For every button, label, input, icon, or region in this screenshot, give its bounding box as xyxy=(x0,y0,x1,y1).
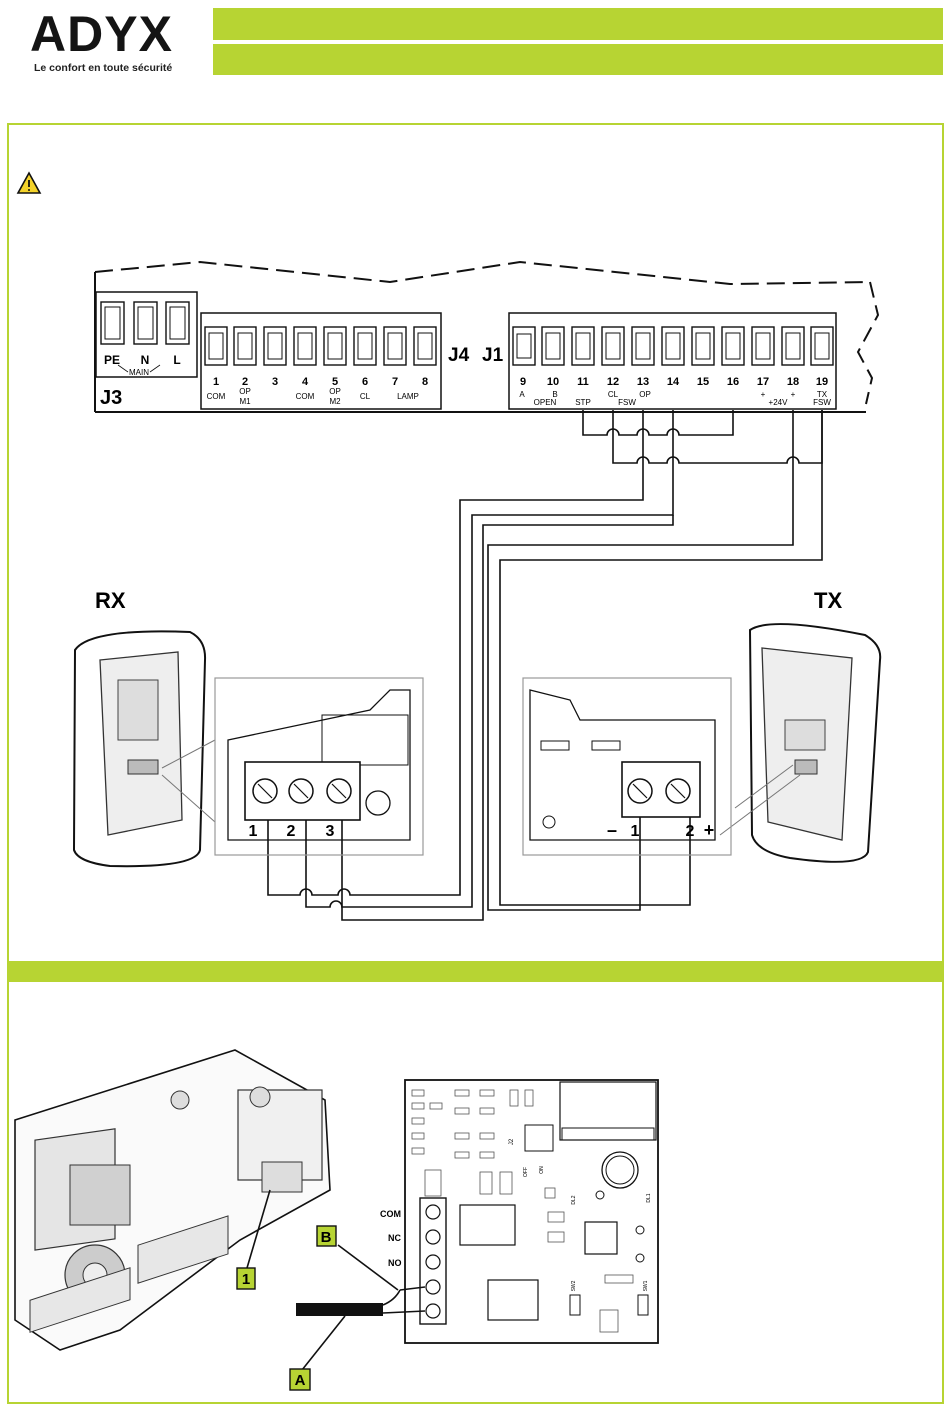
pcb-sw2-label: SW2 xyxy=(571,1280,577,1291)
pcb-off-label: OFF xyxy=(523,1167,529,1177)
j4-slot-inner xyxy=(388,333,402,359)
j1-slot-inner xyxy=(786,333,800,359)
j1-slot-inner xyxy=(696,333,710,359)
control-board-illustration xyxy=(15,1050,330,1350)
j1-sub-plus18: + xyxy=(791,390,796,399)
j4-slot-inner xyxy=(268,333,282,359)
callout-1-text: 1 xyxy=(242,1271,250,1288)
callout-a: A xyxy=(290,1369,310,1390)
relay-no-label: NO xyxy=(388,1258,402,1268)
j1-slot-inner xyxy=(576,333,590,359)
j1-sub-24v: +24V xyxy=(769,398,789,407)
tx-label: TX xyxy=(814,588,842,613)
tx-terminal-2: 2 xyxy=(686,823,695,840)
relay-com-label: COM xyxy=(380,1209,401,1219)
rx-label: RX xyxy=(95,588,126,613)
rx-terminal-1: 1 xyxy=(249,823,258,840)
j3-label: J3 xyxy=(100,387,122,409)
wiring-lines xyxy=(268,410,822,920)
j1-num-15: 15 xyxy=(697,376,709,388)
j1-sub-fsw19: FSW xyxy=(813,398,831,407)
j4-sub-m2: M2 xyxy=(329,397,341,406)
callout-1: 1 xyxy=(237,1268,255,1289)
j4-num-3: 3 xyxy=(272,376,278,388)
j3-terminal-pe: PE xyxy=(104,353,120,367)
j4-terminal-block: J4 1 2 3 4 5 6 7 8 COM OP M1 COM OP M2 C… xyxy=(201,313,470,409)
j4-label: J4 xyxy=(448,345,470,366)
j3-main-label: MAIN xyxy=(129,368,149,377)
callout-a-text: A xyxy=(295,1372,306,1389)
j1-num-10: 10 xyxy=(547,376,559,388)
tx-photocell xyxy=(720,624,880,862)
j1-slot-inner xyxy=(726,333,740,359)
rx-terminal-3: 3 xyxy=(326,823,335,840)
j1-sub-stp: STP xyxy=(575,398,591,407)
j1-slot-inner xyxy=(666,333,680,359)
callout-b: B xyxy=(317,1226,336,1246)
j4-slot-inner xyxy=(418,333,432,359)
j4-num-6: 6 xyxy=(362,376,368,388)
j3-terminal-block: PE N L MAIN J3 xyxy=(96,292,197,409)
j1-num-18: 18 xyxy=(787,376,799,388)
j1-sub-op: OP xyxy=(639,390,651,399)
j4-sub-m1: M1 xyxy=(239,397,251,406)
j4-sub-lamp: LAMP xyxy=(397,392,419,401)
j1-sub-cl: CL xyxy=(608,390,619,399)
j1-label: J1 xyxy=(482,345,504,366)
j4-slot-inner xyxy=(238,333,252,359)
callout-a-pointer xyxy=(302,1316,345,1370)
j1-num-14: 14 xyxy=(667,376,680,388)
j1-sub-open: OPEN xyxy=(534,398,557,407)
j4-num-4: 4 xyxy=(302,376,309,388)
j1-num-19: 19 xyxy=(816,376,828,388)
j4-num-1: 1 xyxy=(213,376,219,388)
j1-sub-a: A xyxy=(519,390,525,399)
pcb-on-label: ON xyxy=(539,1166,545,1174)
pcb-sw1-label: SW1 xyxy=(643,1280,649,1291)
tx-plus-sign: + xyxy=(704,820,715,840)
j1-slot-inner xyxy=(606,333,620,359)
callout-b-text: B xyxy=(321,1229,332,1246)
rx-terminal-zoom: 1 2 3 xyxy=(215,678,423,855)
j4-slot-inner xyxy=(358,333,372,359)
j4-slot-inner xyxy=(209,333,223,359)
j1-slot-inner xyxy=(756,333,770,359)
j1-terminal-block: J1 9 10 11 12 13 14 15 16 17 18 19 A B O… xyxy=(482,313,836,409)
j1-num-17: 17 xyxy=(757,376,769,388)
j4-num-8: 8 xyxy=(422,376,428,388)
j4-slot-inner xyxy=(298,333,312,359)
j1-sub-plus17: + xyxy=(761,390,766,399)
j4-sub-cl: CL xyxy=(360,392,371,401)
j1-num-9: 9 xyxy=(520,376,526,388)
j1-num-16: 16 xyxy=(727,376,739,388)
j1-slot-inner xyxy=(546,333,560,359)
j4-sub-com4: COM xyxy=(296,392,315,401)
warning-triangle-icon xyxy=(18,173,40,193)
pcb-dl1-label: DL1 xyxy=(646,1193,652,1202)
pcb-dl2-label: DL2 xyxy=(571,1195,577,1204)
tx-minus-sign: – xyxy=(607,820,617,840)
j1-sub-fsw: FSW xyxy=(618,398,636,407)
pcb-j2-label: J2 xyxy=(509,1138,515,1145)
j3-terminal-l: L xyxy=(173,353,180,367)
rx-terminal-2: 2 xyxy=(287,823,296,840)
tx-terminal-1: 1 xyxy=(631,823,640,840)
j1-slot-inner xyxy=(636,333,650,359)
rx-photocell xyxy=(74,631,215,866)
j1-num-11: 11 xyxy=(577,376,589,388)
j4-sub-op5: OP xyxy=(329,387,341,396)
j1-slot-inner xyxy=(815,333,829,359)
j4-slot-inner xyxy=(328,333,342,359)
j4-num-7: 7 xyxy=(392,376,398,388)
j4-sub-op1: OP xyxy=(239,387,251,396)
j1-num-13: 13 xyxy=(637,376,649,388)
relay-nc-label: NC xyxy=(388,1233,401,1243)
j3-terminal-n: N xyxy=(141,353,150,367)
j4-sub-com1: COM xyxy=(207,392,226,401)
j1-num-12: 12 xyxy=(607,376,619,388)
tx-terminal-zoom: – 1 2 + xyxy=(523,678,731,855)
photocell-module-board: J2 OFF ON DL2 DL1 SW2 SW1 xyxy=(405,1080,658,1343)
